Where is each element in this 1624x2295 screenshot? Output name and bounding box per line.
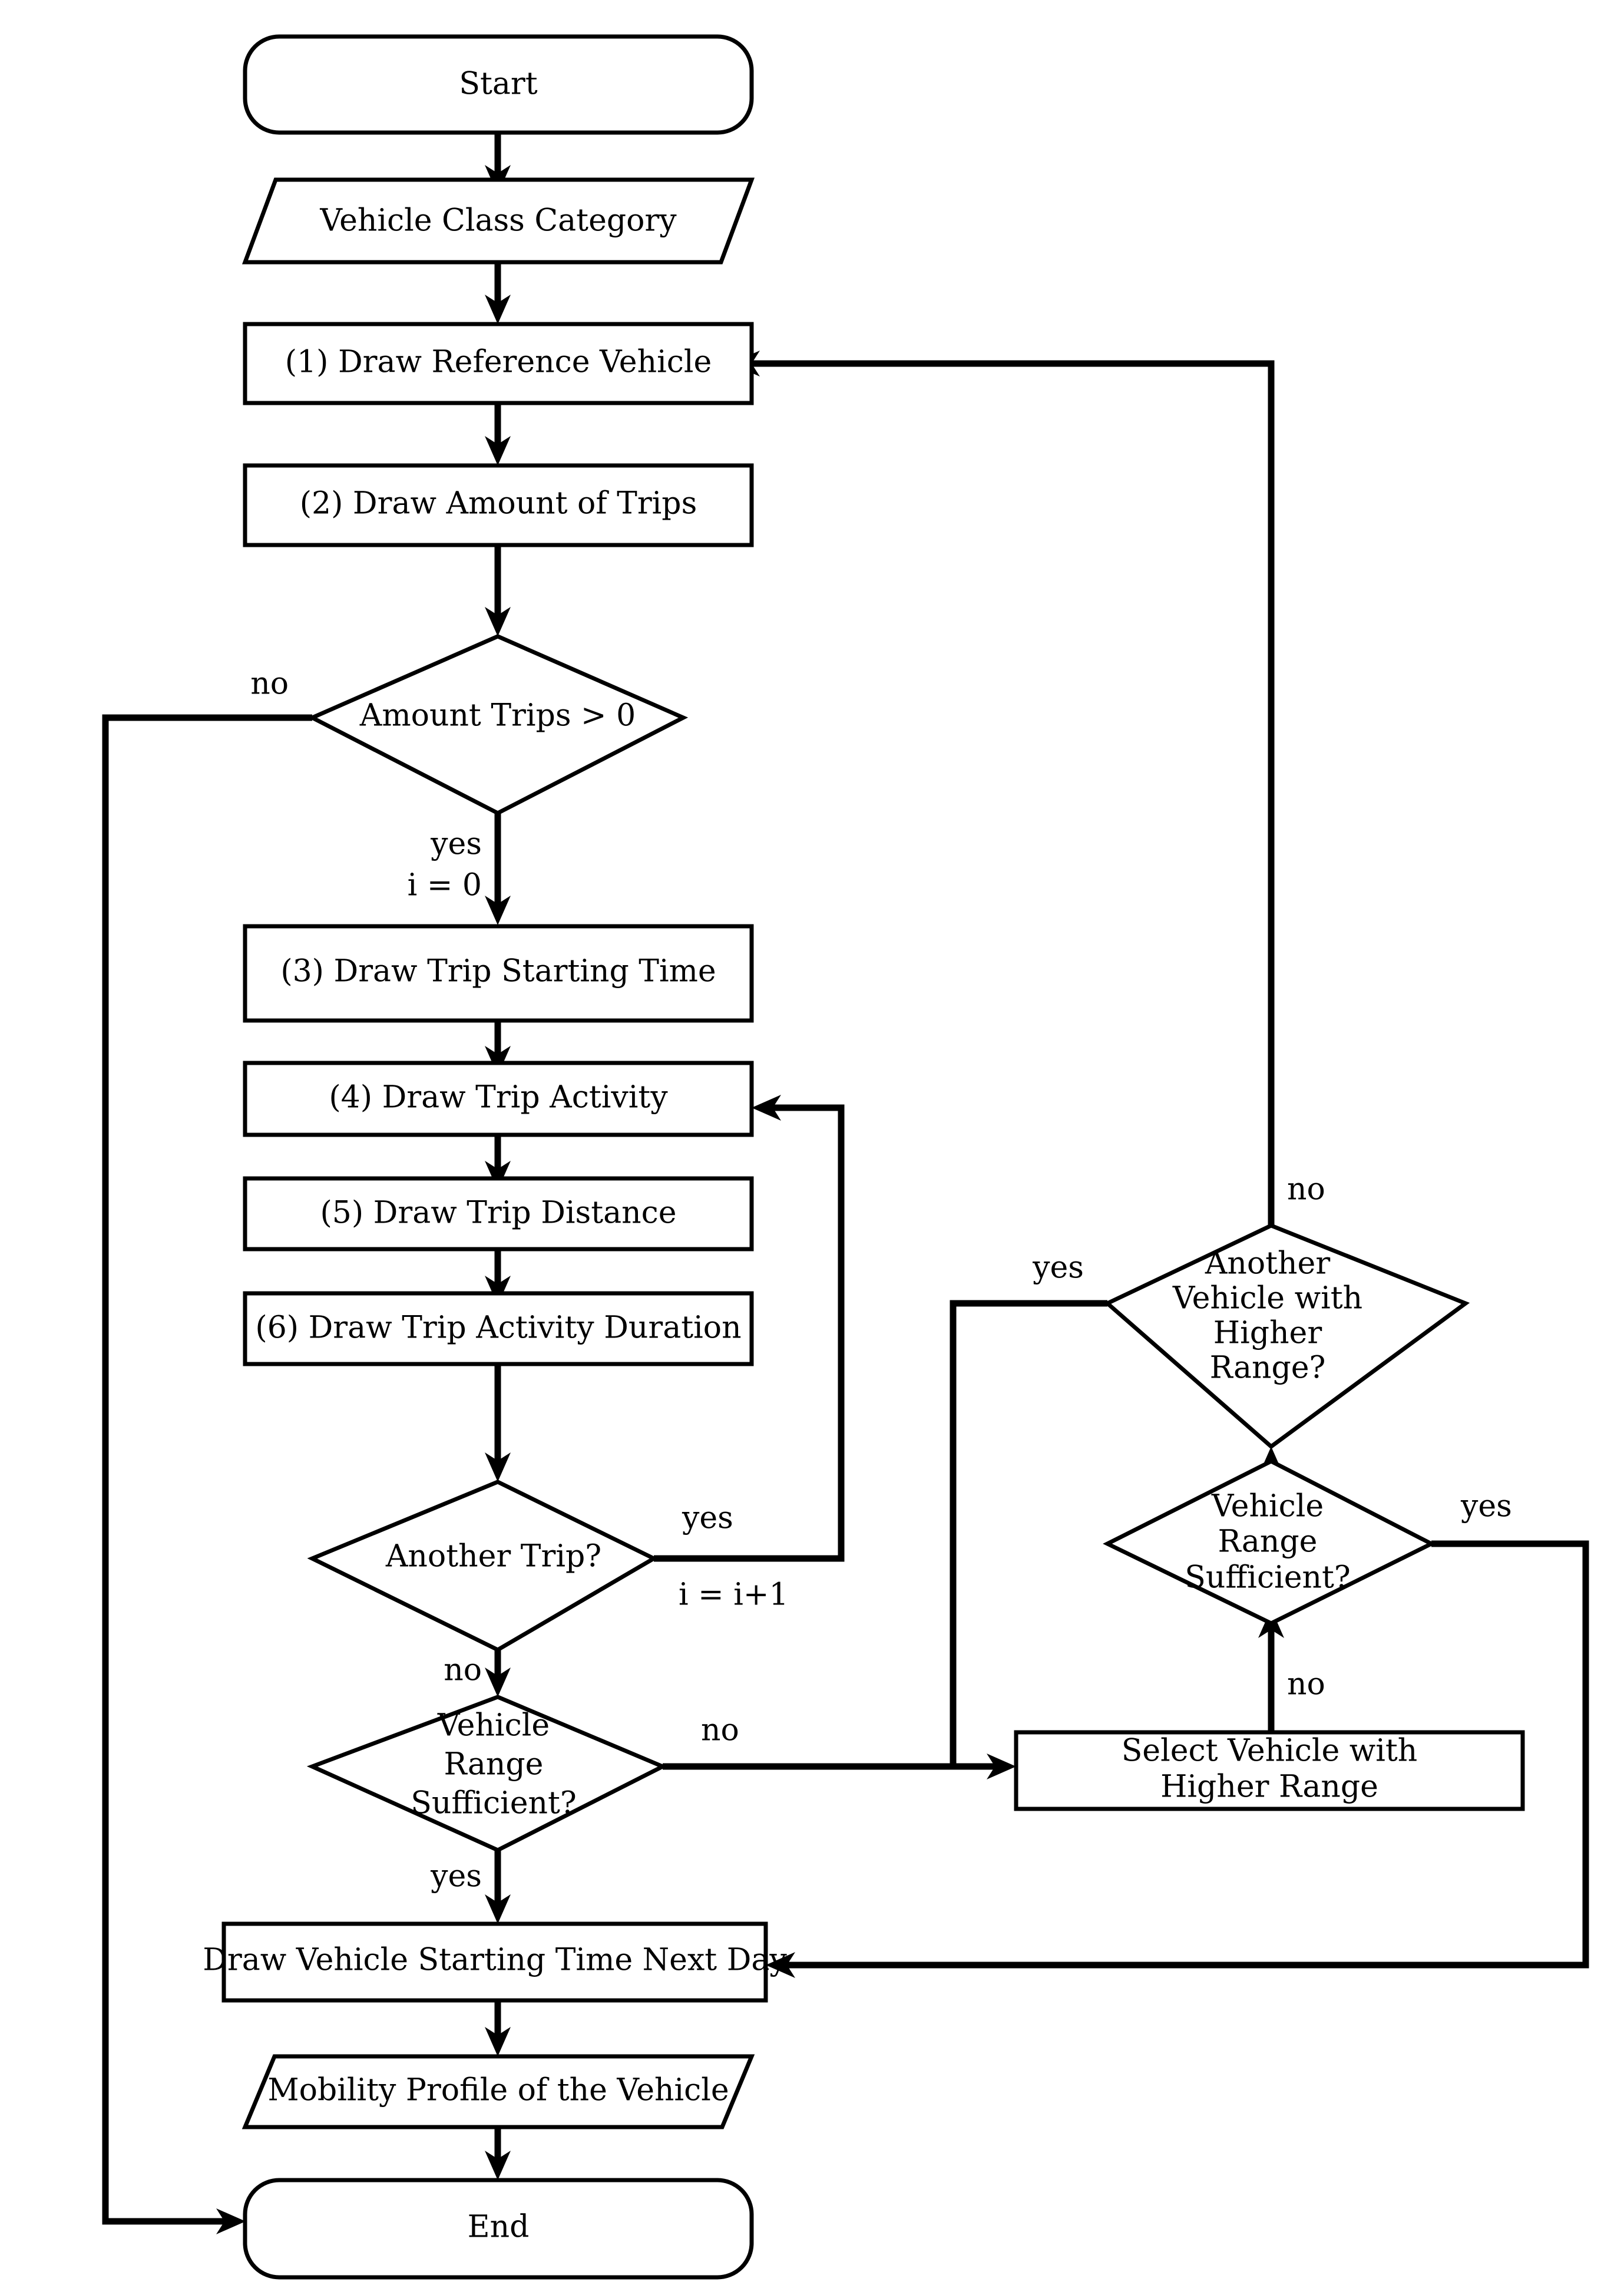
step4-label: (4) Draw Trip Activity: [329, 1080, 668, 1115]
edges-layer: [102, 133, 1589, 2234]
step1-shape[interactable]: [243, 322, 754, 405]
edge-label-range-left-no: no: [701, 1713, 739, 1748]
edge-amount-trips-no-to-end: [102, 714, 312, 2225]
arrowhead-another-trip-yes-to-step4: [752, 1095, 781, 1121]
edge-another-vehicle-no-to-step1: [745, 360, 1275, 1226]
step6-shape[interactable]: [243, 1291, 754, 1366]
start-terminator-shape[interactable]: [243, 34, 754, 135]
node-output-profile[interactable]: Mobility Profile of the Vehicle: [242, 2054, 755, 2129]
nodes-layer: Start Vehicle Class Category (1) Draw Re…: [203, 34, 1525, 2280]
step2-label: (2) Draw Amount of Trips: [300, 486, 697, 521]
decision-range-left-line-1: Vehicle: [437, 1708, 550, 1743]
node-decision-range-left[interactable]: Vehicle Range Sufficient?: [306, 1695, 668, 1852]
step3-shape[interactable]: [243, 924, 754, 1023]
edge-label-another-trip-yes: yes: [682, 1501, 733, 1536]
end-terminator-shape[interactable]: [243, 2178, 754, 2280]
node-draw-next-day[interactable]: Draw Vehicle Starting Time Next Day: [203, 1921, 787, 2003]
select-vehicle-line-2: Higher Range: [1160, 1769, 1378, 1805]
arrowhead-step2-to-amount-trips: [485, 607, 511, 636]
decision-another-vehicle-line-2: Vehicle with: [1172, 1281, 1362, 1316]
edge-label-range-right-yes: yes: [1460, 1489, 1512, 1524]
decision-amount-trips-shape[interactable]: [307, 634, 689, 815]
decision-another-vehicle-shape[interactable]: [1103, 1223, 1470, 1449]
node-input-vehicle-class[interactable]: Vehicle Class Category: [242, 177, 755, 265]
edge-label-amount-trips-no: no: [250, 666, 289, 702]
decision-amount-trips-label: Amount Trips > 0: [359, 698, 636, 734]
edge-label-amount-trips-yes-init: i = 0: [408, 868, 482, 903]
node-step5[interactable]: (5) Draw Trip Distance: [243, 1176, 754, 1251]
node-decision-amount-trips[interactable]: Amount Trips > 0: [307, 634, 689, 815]
draw-next-day-label: Draw Vehicle Starting Time Next Day: [203, 1943, 787, 1978]
node-step1[interactable]: (1) Draw Reference Vehicle: [243, 322, 754, 405]
edge-label-another-trip-no: no: [444, 1653, 482, 1688]
node-step6[interactable]: (6) Draw Trip Activity Duration: [243, 1291, 754, 1366]
node-end[interactable]: End: [243, 2178, 754, 2280]
arrowhead-range-left-yes-to-next-day: [485, 1894, 511, 1924]
arrowhead-output-to-end: [485, 2151, 511, 2180]
node-decision-another-trip[interactable]: Another Trip?: [307, 1480, 659, 1652]
node-step3[interactable]: (3) Draw Trip Starting Time: [243, 924, 754, 1023]
node-start[interactable]: Start: [243, 34, 754, 135]
decision-range-right-shape[interactable]: [1103, 1459, 1436, 1626]
decision-range-right-line-2: Range: [1218, 1524, 1318, 1560]
decision-range-left-shape[interactable]: [306, 1695, 668, 1852]
decision-another-trip-label: Another Trip?: [385, 1539, 601, 1574]
node-step4[interactable]: (4) Draw Trip Activity: [243, 1061, 754, 1137]
step4-shape[interactable]: [243, 1061, 754, 1137]
decision-range-left-line-2: Range: [444, 1747, 544, 1782]
arrowhead-amount-trips-yes-to-step3: [485, 896, 511, 925]
edge-labels-layer: no yes i = 0 yes i = i+1 no no yes no ye…: [250, 666, 1512, 1894]
step5-shape[interactable]: [243, 1176, 754, 1251]
end-label: End: [468, 2210, 530, 2245]
decision-another-vehicle-line-4: Range?: [1210, 1350, 1326, 1386]
edge-label-range-left-yes: yes: [430, 1859, 482, 1894]
arrowhead-range-right-yes-to-next-day: [766, 1952, 795, 1978]
node-step2[interactable]: (2) Draw Amount of Trips: [243, 463, 754, 547]
decision-range-right-line-3: Sufficient?: [1185, 1560, 1350, 1596]
decision-range-right-line-1: Vehicle: [1211, 1489, 1324, 1524]
arrowhead-step1-to-step2: [485, 436, 511, 465]
select-vehicle-line-1: Select Vehicle with: [1122, 1733, 1418, 1769]
output-profile-label: Mobility Profile of the Vehicle: [267, 2073, 729, 2108]
output-profile-shape[interactable]: [242, 2054, 755, 2129]
edge-label-another-vehicle-yes: yes: [1032, 1250, 1084, 1286]
arrowhead-step3-to-step4: [485, 1046, 511, 1075]
draw-next-day-shape[interactable]: [221, 1921, 768, 2003]
step1-label: (1) Draw Reference Vehicle: [285, 345, 712, 380]
decision-range-left-line-3: Sufficient?: [411, 1786, 576, 1821]
start-label: Start: [459, 67, 537, 102]
edge-label-another-vehicle-no: no: [1287, 1172, 1325, 1207]
decision-another-vehicle-line-3: Higher: [1213, 1316, 1322, 1351]
edge-range-right-yes-to-next-day: [780, 1540, 1589, 1969]
arrowhead-step4-to-step5: [485, 1161, 511, 1190]
select-vehicle-shape[interactable]: [1014, 1730, 1525, 1811]
arrowhead-amount-trips-no-to-end: [216, 2208, 246, 2234]
node-decision-another-vehicle[interactable]: Another Vehicle with Higher Range?: [1103, 1223, 1470, 1449]
arrowhead-another-trip-no-to-range-left: [485, 1667, 511, 1697]
arrowhead-input-to-step1: [485, 295, 511, 324]
edge-label-another-trip-increment: i = i+1: [679, 1577, 789, 1613]
input-vehicle-class-shape[interactable]: [242, 177, 755, 265]
arrowhead-step6-to-another-trip: [485, 1452, 511, 1482]
decision-another-vehicle-line-1: Another: [1205, 1246, 1331, 1282]
node-select-vehicle[interactable]: Select Vehicle with Higher Range: [1014, 1730, 1525, 1811]
step2-shape[interactable]: [243, 463, 754, 547]
arrowhead-step5-to-step6: [485, 1276, 511, 1305]
decision-another-trip-shape[interactable]: [307, 1480, 659, 1652]
input-vehicle-class-label: Vehicle Class Category: [319, 203, 677, 239]
edge-another-vehicle-yes-to-step4-path: [950, 1300, 1107, 1766]
edge-another-trip-yes-to-step4: [654, 1104, 845, 1562]
arrowhead-range-left-no-to-select-vehicle: [987, 1754, 1016, 1779]
edge-label-range-right-no: no: [1287, 1667, 1325, 1702]
step3-label: (3) Draw Trip Starting Time: [280, 954, 716, 989]
node-decision-range-right[interactable]: Vehicle Range Sufficient?: [1103, 1459, 1436, 1626]
edge-label-amount-trips-yes: yes: [430, 827, 482, 862]
arrowhead-next-day-to-output: [485, 2027, 511, 2056]
step5-label: (5) Draw Trip Distance: [320, 1196, 676, 1231]
step6-label: (6) Draw Trip Activity Duration: [255, 1310, 741, 1346]
